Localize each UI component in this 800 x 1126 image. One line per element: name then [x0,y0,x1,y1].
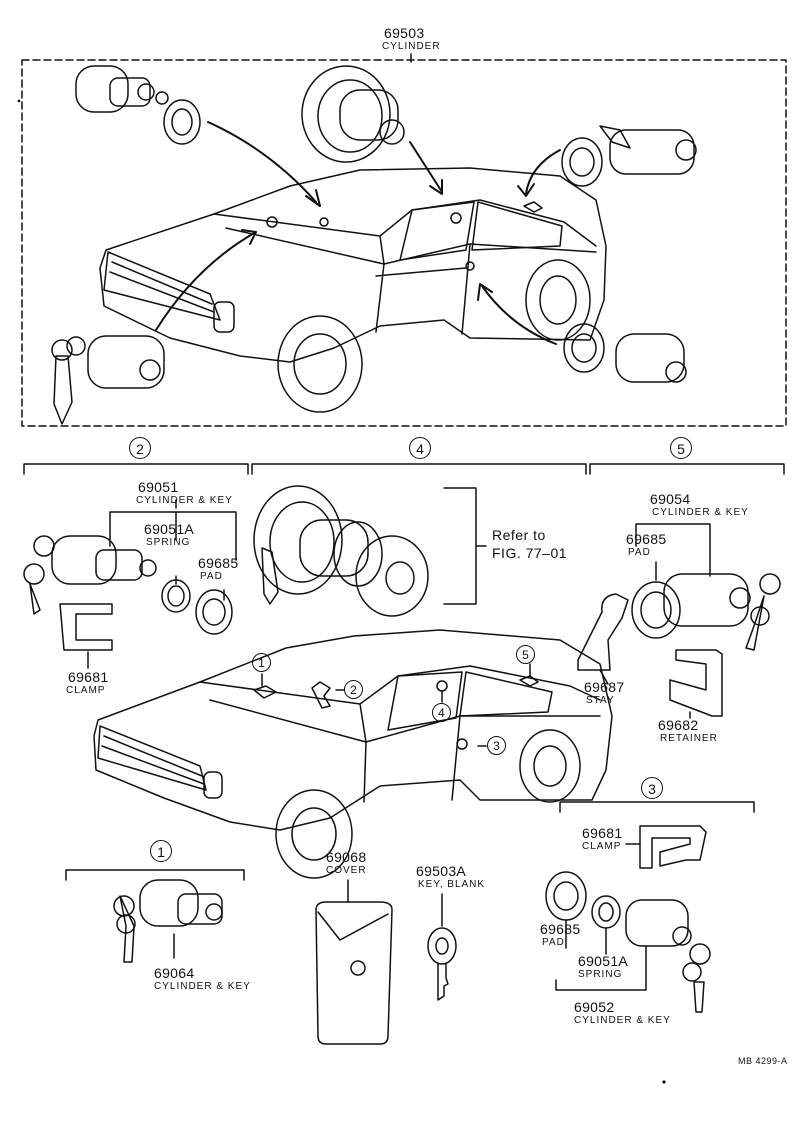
top-lock-cylinder-hood [75,65,201,145]
part-69052-name: CYLINDER & KEY [574,1015,671,1026]
part-69682-number: 69682 [658,717,699,733]
section-4-marker: 4 [409,437,431,459]
part-69051a-bottom-name: SPRING [578,969,623,980]
key-blank-part [427,927,457,1001]
section-5-parts [577,573,781,717]
top-part-number: 69503 [384,25,425,41]
part-69051a-bottom-number: 69051A [578,953,629,969]
part-69503a-name: KEY, BLANK [418,879,486,890]
car-marker-5: 5 [516,645,535,664]
section-2-parts [23,535,233,651]
part-69687-name: STAY [586,695,615,706]
part-69681-right-number: 69681 [582,825,623,841]
top-lock-cylinder-door [563,323,687,383]
section-2-marker: 2 [129,437,151,459]
part-69682-name: RETAINER [660,733,718,744]
top-lock-cylinder-fuel [301,65,405,163]
part-69503a-number: 69503A [416,863,467,879]
top-part-name: CYLINDER [382,41,441,52]
refer-to-label: Refer to [492,527,546,543]
section-3-marker: 3 [641,777,663,799]
part-69685-right-name: PAD [628,547,651,558]
top-lock-cylinder-rear [561,125,697,187]
part-69052-number: 69052 [574,999,615,1015]
part-69051-name: CYLINDER & KEY [136,495,233,506]
car-marker-2: 2 [344,680,363,699]
lower-car-illustration [93,629,613,879]
part-69054-number: 69054 [650,491,691,507]
top-group-frame [21,59,787,427]
section-1-parts [113,879,223,963]
section-5-marker: 5 [670,437,692,459]
part-69687-number: 69687 [584,679,625,695]
car-marker-1: 1 [252,653,271,672]
key-cover-part [315,901,393,1045]
section-4-parts [253,485,429,617]
car-marker-3: 3 [487,736,506,755]
top-lock-cylinder-ignition [51,335,165,425]
part-69068-number: 69068 [326,849,367,865]
car-marker-4: 4 [432,703,451,722]
part-69681-right-name: CLAMP [582,841,622,852]
part-69051a-name: SPRING [146,537,191,548]
part-69685-number: 69685 [198,555,239,571]
part-69068-name: COVER [326,865,367,876]
part-69051-number: 69051 [138,479,179,495]
part-69685-bottom-number: 69685 [540,921,581,937]
part-69681-number: 69681 [68,669,109,685]
part-69685-bottom-name: PAD [542,937,565,948]
part-69685-right-number: 69685 [626,531,667,547]
part-69064-number: 69064 [154,965,195,981]
drawing-code: MB 4299-A [738,1056,788,1066]
part-69681-name: CLAMP [66,685,106,696]
part-69064-name: CYLINDER & KEY [154,981,251,992]
section-3-parts [545,825,711,1013]
top-car-illustration [99,167,607,413]
part-69054-name: CYLINDER & KEY [652,507,749,518]
refer-figure-label: FIG. 77–01 [492,545,568,561]
part-69051a-number: 69051A [144,521,195,537]
part-69685-name: PAD [200,571,223,582]
section-1-marker: 1 [150,840,172,862]
